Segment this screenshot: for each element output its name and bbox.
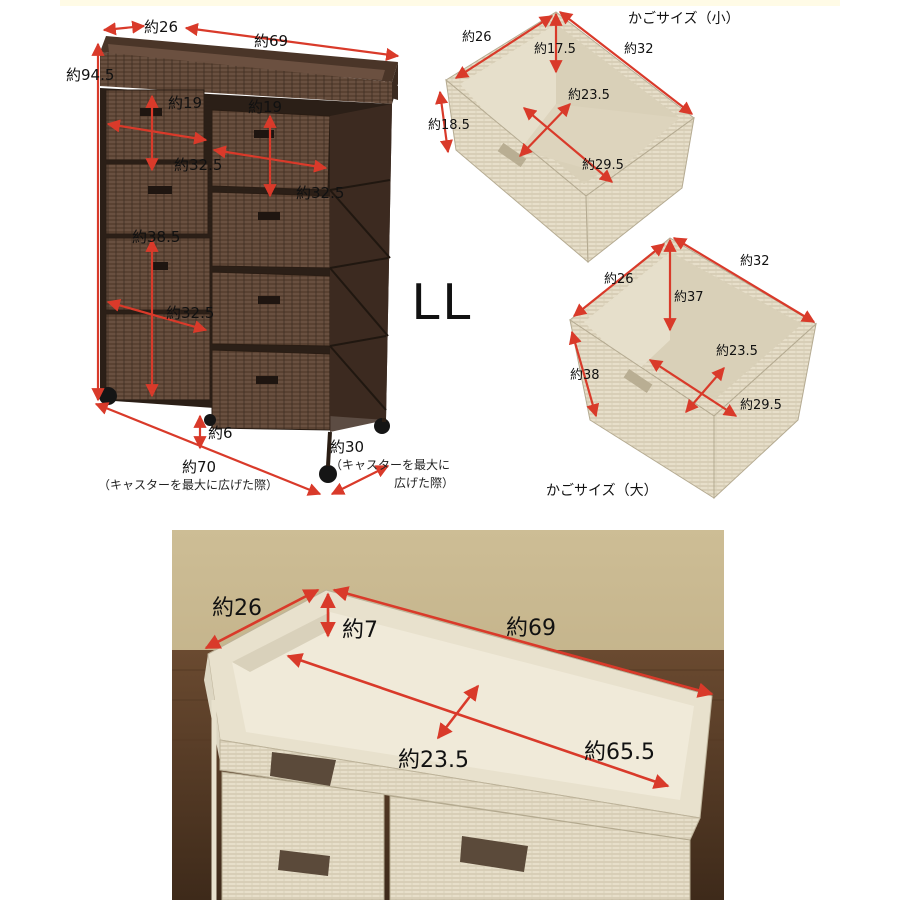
small-basket-caption: かごサイズ（小） — [628, 11, 740, 27]
small-drawer-height-1-label: 約19 — [168, 94, 203, 112]
small-basket-height-inner-label: 約17.5 — [534, 42, 576, 57]
large-basket-bottom-width-label: 約29.5 — [740, 398, 782, 413]
rack-dimension-arrows — [91, 20, 400, 496]
small-basket-top-width-label: 約32 — [624, 42, 654, 57]
caster-height-label: 約6 — [208, 424, 233, 442]
rack-length-top-label: 約69 — [254, 32, 289, 50]
large-drawer-width-label: 約32.5 — [166, 304, 215, 322]
rack-depth-bottom-note-2: 広げた際） — [394, 476, 455, 490]
tray-outer-depth-label: 約26 — [212, 596, 262, 621]
tray-outer-length-label: 約69 — [506, 616, 556, 641]
large-basket-arrows — [568, 237, 816, 418]
small-basket-top-depth-label: 約26 — [462, 30, 492, 45]
small-basket-bottom-depth-label: 約23.5 — [568, 88, 610, 103]
large-basket-top-width-label: 約32 — [740, 254, 770, 269]
small-basket-arrows — [435, 11, 694, 183]
model-label: LL — [412, 273, 474, 331]
small-drawer-height-2-label: 約19 — [248, 98, 283, 116]
rack-depth-bottom-label: 約30 — [330, 438, 365, 456]
large-basket-height-inner-label: 約37 — [674, 290, 704, 305]
rack-height-label: 約94.5 — [66, 66, 115, 84]
top-band — [60, 0, 840, 6]
rack-width-top-label: 約26 — [144, 18, 179, 36]
top-tray-photo — [172, 530, 724, 900]
small-drawer-width-1-label: 約32.5 — [174, 156, 223, 174]
large-basket-height-outer-label: 約38 — [570, 368, 600, 383]
photo-dimension-arrows — [204, 586, 714, 789]
large-basket-caption: かごサイズ（大） — [546, 483, 658, 499]
small-basket-height-outer-label: 約18.5 — [428, 118, 470, 133]
tray-inner-length-label: 約65.5 — [584, 740, 655, 765]
rack-width-bottom-note: （キャスターを最大に広げた際） — [98, 478, 279, 492]
rack-width-bottom-label: 約70 — [182, 458, 217, 476]
large-drawer-height-label: 約38.5 — [132, 228, 181, 246]
large-basket-top-depth-label: 約26 — [604, 272, 634, 287]
tray-wall-height-label: 約7 — [342, 618, 378, 643]
rack-depth-bottom-note-1: （キャスターを最大に — [330, 458, 451, 472]
tray-inner-depth-label: 約23.5 — [398, 748, 469, 773]
small-basket-bottom-width-label: 約29.5 — [582, 158, 624, 173]
small-drawer-width-2-label: 約32.5 — [296, 184, 345, 202]
large-basket-bottom-depth-label: 約23.5 — [716, 344, 758, 359]
